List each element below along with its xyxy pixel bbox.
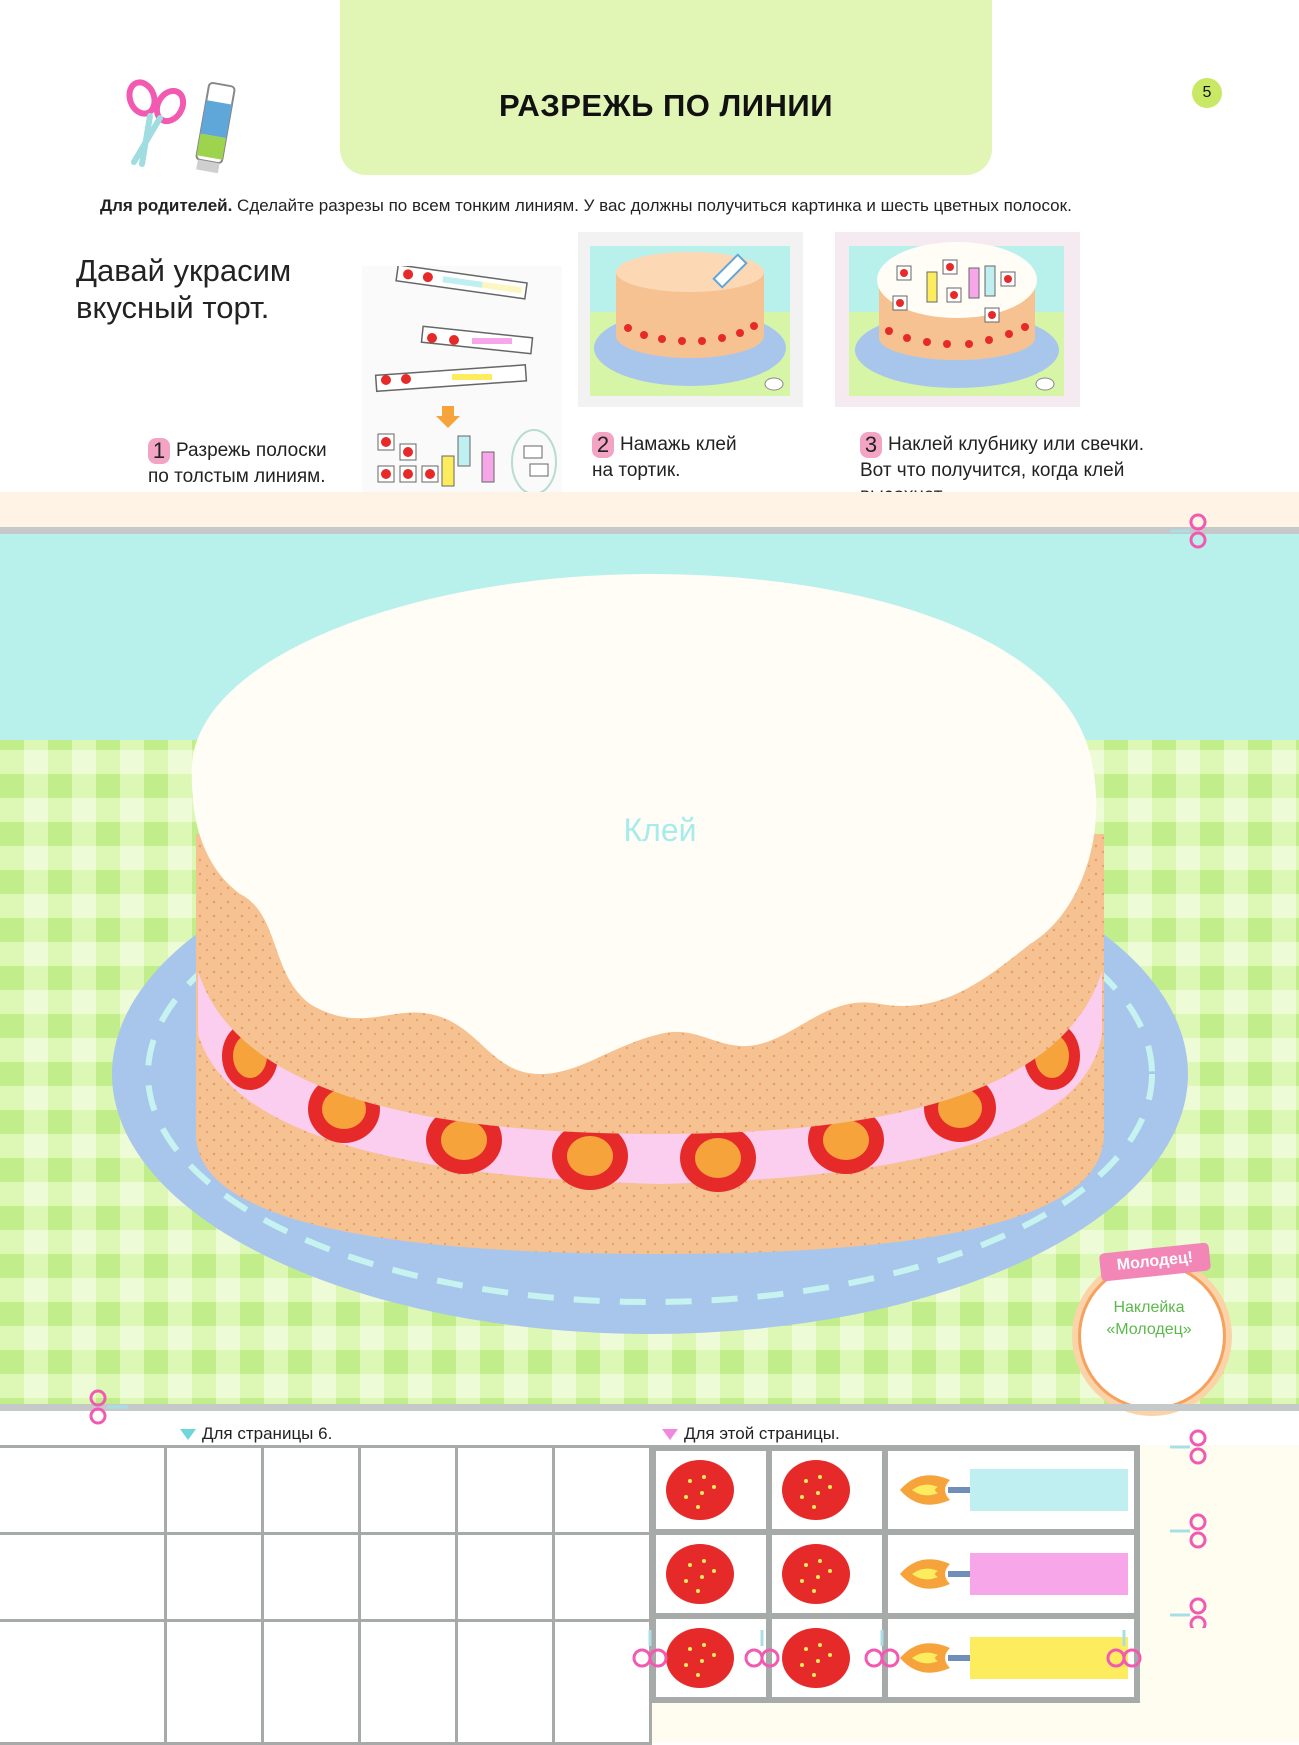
sticker-strips	[650, 1445, 1140, 1703]
sticker-line-1: Наклейка	[1113, 1299, 1185, 1316]
sticker-line-2: «Молодец»	[1106, 1321, 1192, 1338]
scissors-icon	[744, 1630, 780, 1668]
scissors-icon	[126, 79, 187, 167]
step-2-line-1: Намажь клей	[620, 434, 737, 456]
step-2-number: 2	[592, 432, 614, 458]
glue-label: Клей	[623, 812, 697, 848]
page-number: 5	[1192, 78, 1222, 108]
scissors-icon	[1170, 1513, 1207, 1549]
scissors-icon	[1106, 1630, 1142, 1668]
step-1-line-2: по толстым линиям.	[148, 466, 326, 487]
cut-line-bottom[interactable]	[0, 1404, 1299, 1411]
scissors-icon	[864, 1630, 900, 1668]
intro-line-1: Давай украсим	[76, 253, 292, 288]
step-3-line-1: Наклей клубнику или свечки.	[888, 434, 1144, 456]
step-3-number: 3	[860, 432, 882, 458]
scissors-and-glue-icon	[126, 79, 236, 174]
page-title: РАЗРЕЖЬ ПО ЛИНИИ	[498, 88, 833, 123]
sticker-text: Наклейка «Молодец»	[1078, 1297, 1220, 1341]
strawberry-stickers	[666, 1460, 850, 1688]
intro-text: Давай украсим вкусный торт.	[76, 252, 291, 326]
intro-line-2: вкусный торт.	[76, 290, 270, 325]
triangle-marker-icon	[662, 1429, 678, 1441]
cut-margin-top	[0, 492, 1299, 530]
plate-stitching	[145, 843, 1155, 1305]
bottom-cut-scissors	[632, 1630, 1142, 1668]
triangle-marker-icon	[180, 1429, 196, 1441]
cut-line-top[interactable]	[0, 527, 1299, 534]
step-2-line-2: на тортик.	[592, 460, 681, 481]
glue-stick-icon	[195, 82, 236, 174]
parents-note-label: Для родителей.	[100, 196, 233, 215]
scissors-icon	[1170, 513, 1207, 549]
scissors-icon	[1170, 1597, 1207, 1628]
strips-right-label-text: Для этой страницы.	[684, 1424, 840, 1443]
strips-left-label-text: Для страницы 6.	[202, 1424, 333, 1443]
scissors-icon	[89, 1389, 128, 1425]
title-banner	[340, 0, 992, 175]
step-3-illustration	[835, 232, 1080, 407]
strip-cut-scissors	[1170, 1429, 1207, 1628]
page-6-grid	[0, 1445, 652, 1745]
step-2-illustration	[578, 232, 803, 407]
strips-left-label: Для страницы 6.	[180, 1424, 332, 1444]
step-1-number: 1	[148, 438, 170, 464]
parents-note: Для родителей. Сделайте разрезы по всем …	[100, 196, 1072, 216]
candle-stickers	[900, 1469, 1128, 1679]
step-1-line-1: Разрежь полоски	[176, 440, 327, 462]
cake-picture	[0, 534, 1299, 1404]
step-3-line-2: Вот что получится, когда клей	[860, 460, 1125, 481]
cake-icing	[191, 574, 1097, 1074]
step-2-caption: 2 Намажь клей на тортик.	[592, 432, 737, 483]
parents-note-text: Сделайте разрезы по всем тонким линиям. …	[232, 196, 1072, 215]
step-1-caption: 1 Разрежь полоски по толстым линиям.	[148, 438, 327, 489]
step-1-illustration	[362, 266, 562, 496]
strips-right-label: Для этой страницы.	[662, 1424, 840, 1444]
scissors-icon	[632, 1630, 668, 1668]
scissors-icon	[1170, 1429, 1207, 1465]
